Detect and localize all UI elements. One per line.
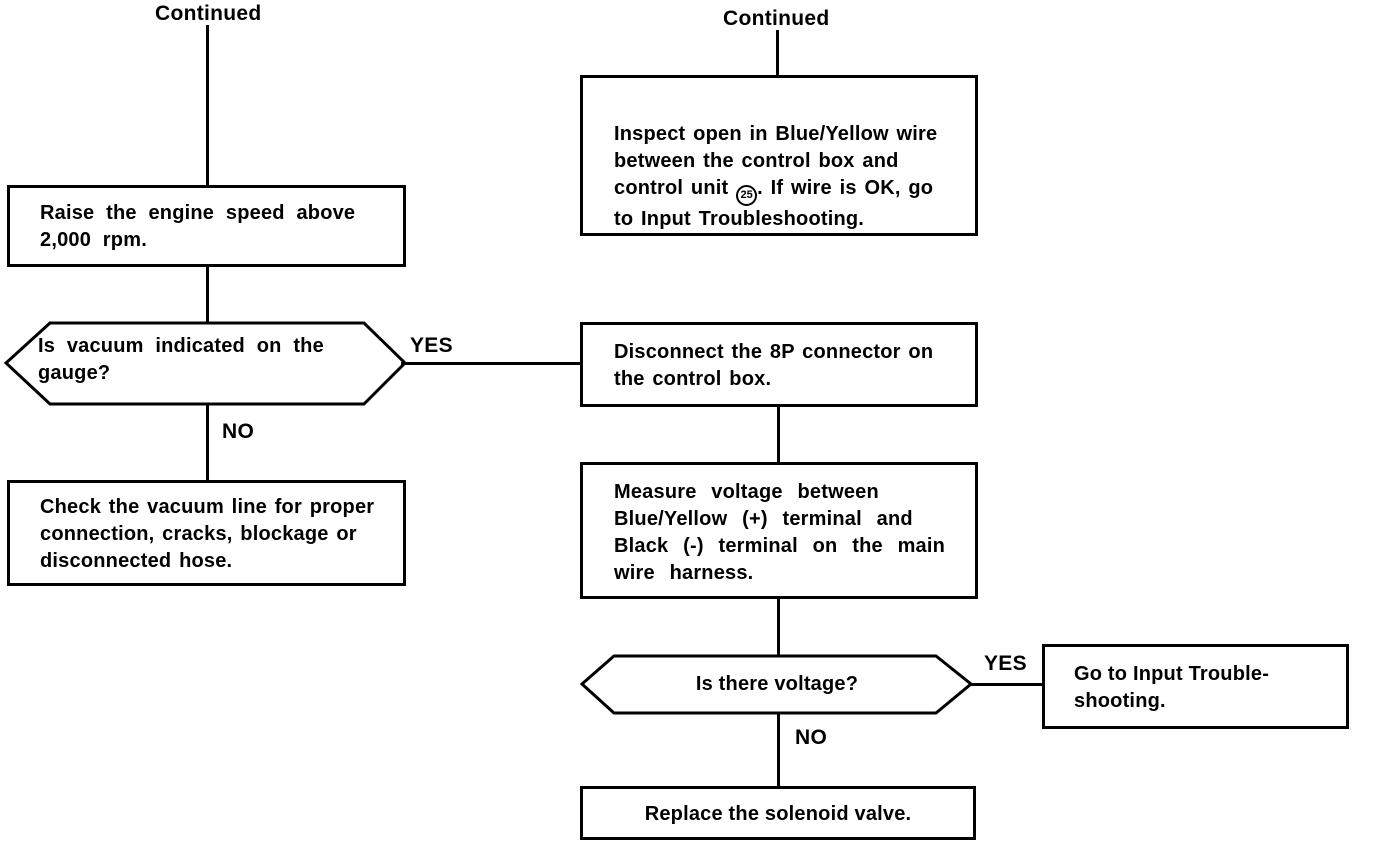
process-box-check-vacuum-line: Check the vacuum line for proper connect… <box>7 480 406 586</box>
decision-is-there-voltage: Is there voltage? <box>580 654 974 715</box>
continued-label-left: Continued <box>155 2 262 25</box>
connector-line-yes <box>401 362 580 365</box>
connector-ref-circled-25: 25 <box>736 185 758 206</box>
process-box-measure-voltage: Measure voltage between Blue/Yellow (+) … <box>580 462 978 599</box>
process-box-inspect-open-wire: Inspect open in Blue/Yellow wire between… <box>580 75 978 236</box>
process-box-raise-engine-speed: Raise the engine speed above 2,000 rpm. <box>7 185 406 267</box>
connector-line <box>206 25 209 186</box>
yes-label: YES <box>410 334 453 357</box>
no-label: NO <box>795 726 828 749</box>
no-label: NO <box>222 420 255 443</box>
process-box-replace-solenoid-valve: Replace the solenoid valve. <box>580 786 976 840</box>
connector-line <box>777 406 780 463</box>
decision-text: Is vacuum indicated on the gauge? <box>38 335 324 384</box>
connector-line <box>206 405 209 480</box>
yes-label: YES <box>984 652 1027 675</box>
connector-line <box>776 30 779 76</box>
decision-text: Is there voltage? <box>695 673 859 695</box>
connector-line-yes <box>970 683 1044 686</box>
decision-vacuum-indicated: Is vacuum indicated on the gauge? <box>4 321 408 406</box>
inspect-text-before: Inspect open in Blue/Yellow wire between… <box>614 123 938 199</box>
connector-line <box>777 598 780 656</box>
process-box-disconnect-8p-connector: Disconnect the 8P connector on the contr… <box>580 322 978 407</box>
continued-label-right: Continued <box>723 7 830 30</box>
connector-line <box>777 713 780 786</box>
process-box-goto-input-troubleshooting: Go to Input Trouble- shooting. <box>1042 644 1349 729</box>
inspect-text-after: . If wire is OK, go to Input Troubleshoo… <box>614 177 934 230</box>
connector-line <box>206 266 209 323</box>
